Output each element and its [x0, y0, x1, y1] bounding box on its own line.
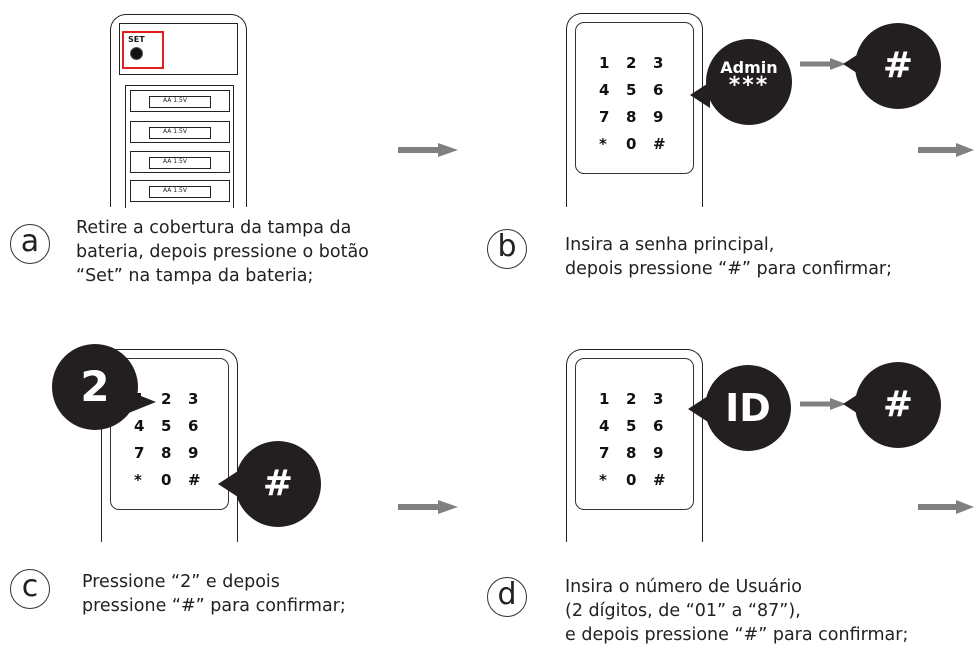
two-bubble: 2: [52, 344, 138, 430]
key[interactable]: 6: [653, 81, 664, 99]
key[interactable]: 6: [188, 417, 199, 435]
step-letter-c: c: [10, 569, 50, 609]
key[interactable]: 7: [599, 444, 610, 462]
bubble-pointer: [688, 396, 708, 422]
keypad-screen: [110, 358, 229, 510]
caption-line: Insira o número de Usuário: [565, 577, 803, 597]
key[interactable]: #: [653, 471, 666, 489]
step-a-caption: Retire a cobertura da tampa da bateria, …: [76, 216, 369, 288]
hash-bubble: #: [855, 362, 941, 448]
step-c-caption: Pressione “2” e depois pressione “#” par…: [82, 570, 346, 618]
key[interactable]: 5: [161, 417, 172, 435]
step-letter-b: b: [487, 229, 527, 269]
key[interactable]: 9: [653, 444, 664, 462]
key[interactable]: 2: [161, 390, 172, 408]
key[interactable]: 9: [653, 108, 664, 126]
keypad-screen: [575, 358, 694, 510]
caption-line: depois pressione “#” para confirmar;: [565, 259, 893, 279]
admin-label: Admin: [720, 58, 778, 77]
battery-icon: [149, 127, 211, 139]
id-bubble: ID: [705, 365, 791, 451]
key[interactable]: 8: [626, 444, 637, 462]
caption-line: Retire a cobertura da tampa da: [76, 218, 352, 238]
key[interactable]: #: [653, 135, 666, 153]
key[interactable]: 6: [653, 417, 664, 435]
key[interactable]: 0: [626, 471, 637, 489]
key[interactable]: #: [188, 471, 201, 489]
key[interactable]: 3: [653, 390, 664, 408]
bubble-pointer: [126, 390, 156, 414]
battery-cell-label: AA 1.5V: [163, 158, 187, 165]
arrow-right-icon: [918, 500, 974, 514]
key[interactable]: 0: [626, 135, 637, 153]
arrow-right-icon: [398, 143, 458, 157]
key[interactable]: 1: [599, 390, 610, 408]
key[interactable]: 5: [626, 81, 637, 99]
step-letter-d: d: [487, 577, 527, 617]
key[interactable]: 2: [626, 54, 637, 72]
key[interactable]: 4: [599, 417, 610, 435]
battery-icon: [149, 96, 211, 108]
key[interactable]: 8: [161, 444, 172, 462]
battery-top-area: [119, 23, 238, 75]
key[interactable]: 7: [134, 444, 145, 462]
battery-cell: AA 1.5V: [130, 151, 230, 173]
battery-icon: [149, 186, 211, 198]
caption-line: pressione “#” para confirmar;: [82, 596, 346, 616]
key[interactable]: 7: [599, 108, 610, 126]
key[interactable]: *: [134, 471, 142, 489]
set-button-icon[interactable]: [130, 47, 143, 60]
arrow-right-icon: [800, 58, 846, 70]
admin-password: ***: [728, 73, 770, 98]
caption-line: e depois pressione “#” para confirmar;: [565, 625, 909, 645]
set-button-highlight[interactable]: SET: [122, 31, 164, 69]
hash-bubble: #: [235, 441, 321, 527]
caption-line: “Set” na tampa da bateria;: [76, 266, 314, 286]
caption-line: bateria, depois pressione o botão: [76, 242, 369, 262]
arrow-right-icon: [800, 398, 846, 410]
set-label: SET: [128, 35, 145, 44]
key[interactable]: 3: [188, 390, 199, 408]
battery-cell-label: AA 1.5V: [163, 97, 187, 104]
key[interactable]: 8: [626, 108, 637, 126]
key[interactable]: 0: [161, 471, 172, 489]
battery-cell: AA 1.5V: [130, 90, 230, 112]
battery-cell-label: AA 1.5V: [163, 187, 187, 194]
battery-cell-label: AA 1.5V: [163, 128, 187, 135]
key[interactable]: 4: [599, 81, 610, 99]
key[interactable]: 2: [626, 390, 637, 408]
caption-line: Insira a senha principal,: [565, 235, 775, 255]
battery-cell: AA 1.5V: [130, 121, 230, 143]
battery-icon: [149, 157, 211, 169]
admin-bubble: Admin ***: [706, 39, 792, 125]
key[interactable]: 9: [188, 444, 199, 462]
key[interactable]: 4: [134, 417, 145, 435]
bubble-pointer: [218, 471, 238, 497]
key[interactable]: 1: [599, 54, 610, 72]
caption-line: Pressione “2” e depois: [82, 572, 280, 592]
step-letter-a: a: [10, 224, 50, 264]
caption-line: (2 dígitos, de “01” a “87”),: [565, 601, 801, 621]
key[interactable]: 3: [653, 54, 664, 72]
key[interactable]: *: [599, 471, 607, 489]
key[interactable]: *: [599, 135, 607, 153]
step-b-caption: Insira a senha principal, depois pressio…: [565, 233, 892, 281]
step-d-caption: Insira o número de Usuário (2 dígitos, d…: [565, 575, 908, 647]
key[interactable]: 5: [626, 417, 637, 435]
battery-cell: AA 1.5V: [130, 180, 230, 202]
arrow-right-icon: [398, 500, 458, 514]
arrow-right-icon: [918, 143, 974, 157]
bubble-pointer: [690, 82, 710, 108]
hash-bubble: #: [855, 23, 941, 109]
